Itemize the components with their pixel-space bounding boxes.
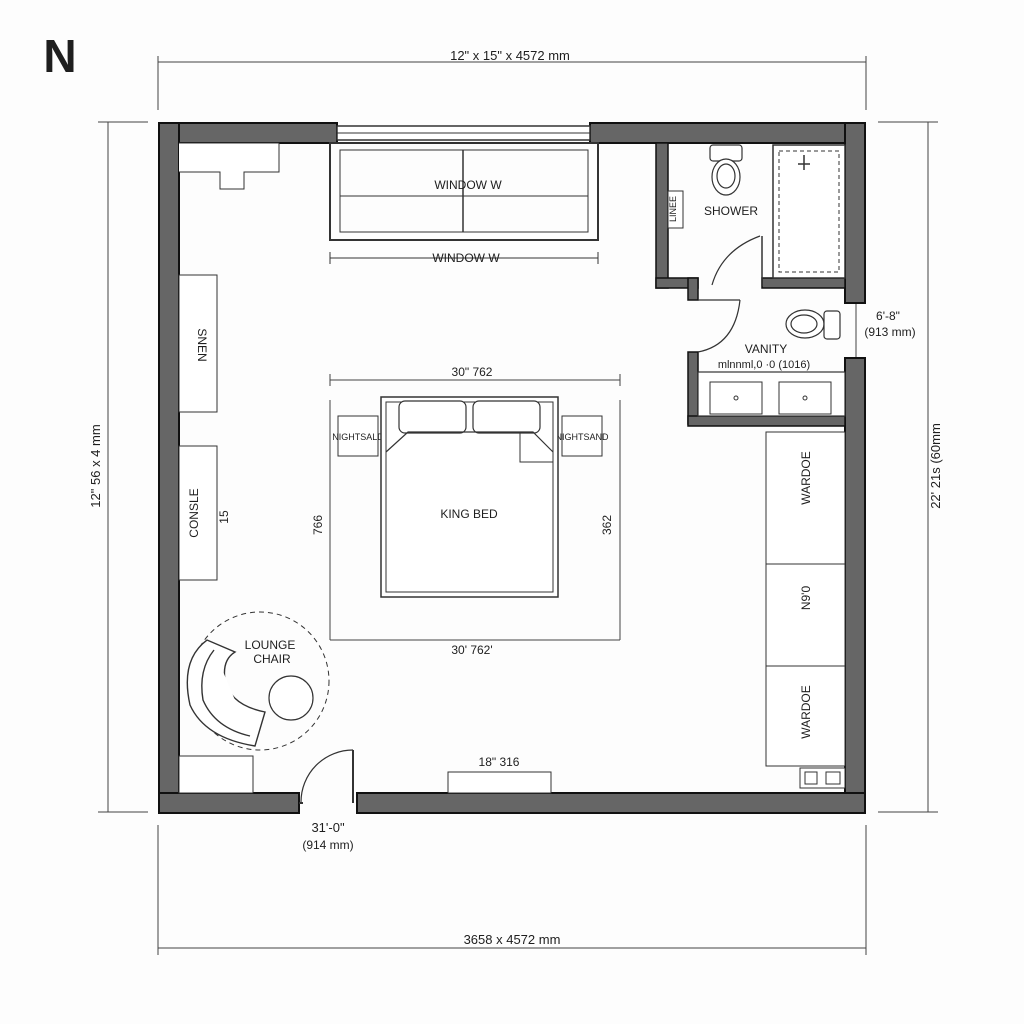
linen-label: LINEE <box>668 196 678 222</box>
bench-label: SNEN <box>195 328 209 361</box>
window <box>329 125 599 264</box>
console-label: CONSLE <box>187 488 201 537</box>
bed-label: KING BED <box>440 507 498 521</box>
control-panel <box>799 767 846 789</box>
nightstand-right <box>561 415 603 457</box>
bench <box>178 274 218 413</box>
rug-dimension-lines <box>329 374 621 641</box>
lounge-chair <box>186 639 266 747</box>
toilet-2 <box>785 309 841 340</box>
bathroom-door <box>697 235 763 353</box>
shower <box>772 144 846 279</box>
window-label: WINDOW W <box>434 178 502 192</box>
console <box>178 445 218 581</box>
wardrobe-3-label: WARDOE <box>799 685 813 739</box>
side-table <box>268 675 314 721</box>
bath-dimension-mm: (913 mm) <box>864 325 915 339</box>
bottom-dimension-label: 3658 x 4572 mm <box>464 932 561 947</box>
wardrobe-1-label: WARDOE <box>799 451 813 505</box>
window-dimension-label: WINDOW W <box>432 251 500 265</box>
console-dimension-label: 15 <box>217 510 231 524</box>
shower-label: SHOWER <box>704 204 758 218</box>
low-bench <box>447 771 552 794</box>
exterior-walls <box>158 122 866 814</box>
corner-shelf <box>179 142 280 190</box>
door-dimension: 31'-0" <box>311 820 345 835</box>
low-bench-dimension: 18" 316 <box>479 755 520 769</box>
vanity <box>697 371 846 417</box>
rug-right-dimension: 362 <box>600 515 614 535</box>
nightstand-left <box>337 415 379 457</box>
entry-door <box>299 749 354 804</box>
rug-top-dimension: 30" 762 <box>452 365 493 379</box>
vanity-label: VANITY <box>745 342 787 356</box>
top-dimension-label: 12" x 15" x 4572 mm <box>450 48 570 63</box>
nightstand-left-label: NIGHTSALD <box>332 432 384 442</box>
door-dimension-mm: (914 mm) <box>302 838 353 852</box>
north-marker: N <box>43 30 76 82</box>
wardrobe-2-label: N9'0 <box>799 586 813 611</box>
rug-left-dimension: 766 <box>311 515 325 535</box>
left-dimension-label: 12" 56 x 4 mm <box>88 424 103 507</box>
right-dimension-label: 22' 21s (60mm <box>928 423 943 509</box>
wardrobes <box>765 431 846 767</box>
vanity-dimension: mlnnml,0 ·0 (1016) <box>718 359 810 371</box>
toilet <box>709 144 743 196</box>
storage-cabinet <box>178 755 254 794</box>
lounge-label-line2: CHAIR <box>253 652 291 666</box>
linen-cabinet <box>667 190 684 229</box>
rug-bottom-dimension: 30' 762' <box>451 643 492 657</box>
lounge-label-line1: LOUNGE <box>245 638 296 652</box>
dimension-lines <box>98 56 938 955</box>
king-bed <box>380 396 559 598</box>
bath-dimension: 6'-8" <box>876 309 900 323</box>
nightstand-right-label: NIGHTSAND <box>555 432 609 442</box>
